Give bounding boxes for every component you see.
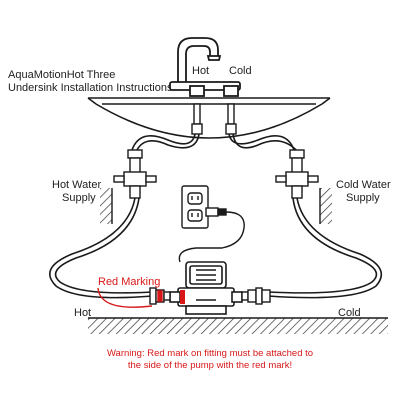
electrical-outlet xyxy=(181,185,227,229)
cold-water-supply-label-1: Cold Water xyxy=(336,179,391,191)
pump-red-mark xyxy=(180,290,185,304)
red-marking-arrow xyxy=(97,287,153,308)
hot-water-supply-label-1: Hot Water xyxy=(52,179,101,191)
cold-supply-valve xyxy=(275,149,332,224)
cold-side-fittings xyxy=(241,287,271,305)
faucet-tailpieces xyxy=(191,103,237,135)
warning-line-2: the side of the pump with the red mark! xyxy=(128,360,292,371)
warning-line-1: Warning: Red mark on fitting must be att… xyxy=(107,348,313,359)
recirculation-pump xyxy=(169,261,243,315)
sink-basin xyxy=(87,97,331,139)
cold-water-supply-label-2: Supply xyxy=(346,192,380,204)
hot-water-supply-label-2: Supply xyxy=(62,192,96,204)
faucet xyxy=(169,37,241,97)
hot-supply-valve xyxy=(100,149,157,224)
faucet-cold-label: Cold xyxy=(229,65,252,77)
diagram-title-line1: AquaMotionHot Three xyxy=(8,69,115,81)
loop-hoses xyxy=(49,197,383,299)
hot-side-fittings xyxy=(149,287,171,305)
cabinet-floor xyxy=(88,317,388,334)
diagram-title-line2: Undersink Installation Instructions xyxy=(8,82,173,94)
hot-outlet-label: Hot xyxy=(74,307,91,319)
red-marking-label: Red Marking xyxy=(98,276,160,288)
faucet-hot-label: Hot xyxy=(192,65,209,77)
cold-outlet-label: Cold xyxy=(338,307,361,319)
power-cord xyxy=(178,211,245,263)
faucet-supply-hoses xyxy=(131,133,299,153)
